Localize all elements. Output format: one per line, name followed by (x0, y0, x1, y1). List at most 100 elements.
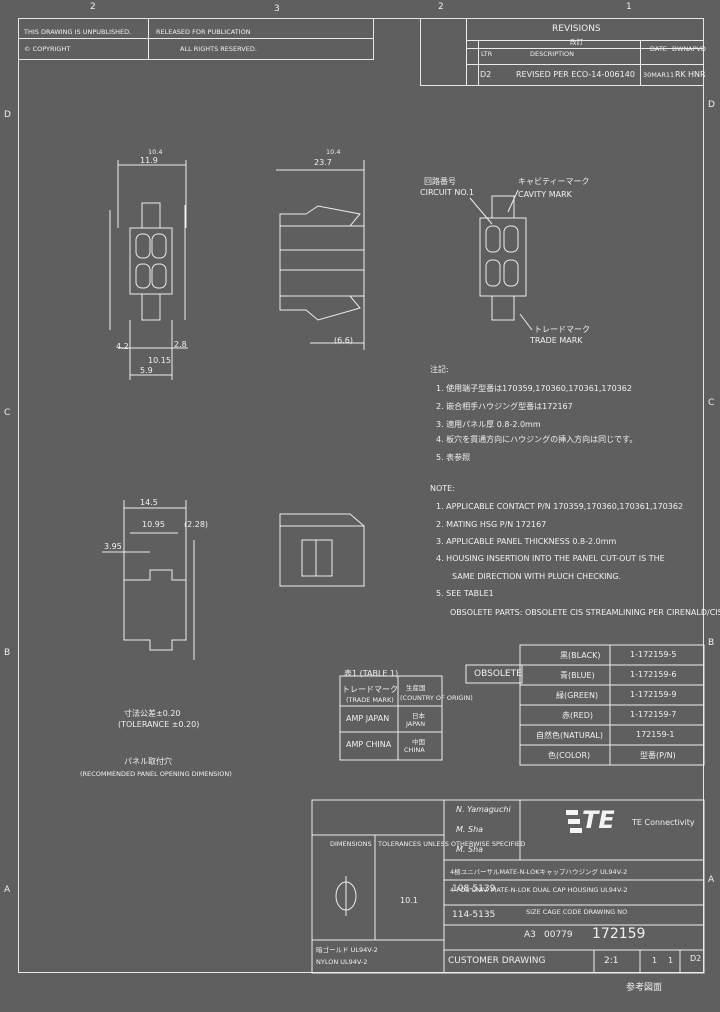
notes-jp-2: 2. 嵌合相手ハウジング型番は172167 (436, 402, 573, 411)
pn-row-6: 型番(P/N) (640, 751, 676, 760)
notes-jp-5: 5. 表参照 (436, 453, 471, 462)
trade-label-jp: トレードマーク (534, 325, 590, 334)
pn-row-5: 172159-1 (636, 730, 675, 739)
unpublished-text: THIS DRAWING IS UNPUBLISHED. (24, 28, 132, 36)
dim-3-95: 3.95 (104, 542, 122, 551)
company-name: TE Connectivity (632, 818, 695, 827)
pn-row-2: 1-172159-6 (630, 670, 677, 679)
tolerance-note: TOLERANCES UNLESS OTHERWISE SPECIFIED (378, 840, 526, 848)
rev-row-dwn: RK (675, 70, 686, 79)
pn-row-1: 1-172159-5 (630, 650, 677, 659)
rev-row-ltr: D2 (480, 70, 492, 79)
zone-right-a: A (708, 875, 715, 885)
dim-10-4-b: 10.4 (326, 148, 341, 156)
zone-right-c: C (708, 398, 715, 408)
sheet-value: 1 (652, 956, 658, 965)
table1-r2b: 中国 (412, 738, 425, 746)
dim-10-95: 10.95 (142, 520, 165, 529)
rev-col-apvd: APVD (688, 45, 706, 53)
dim-2-8: 2.8 (174, 340, 187, 349)
color-row-4: 赤(RED) (562, 711, 594, 720)
dim-2-28: (2.28) (184, 520, 209, 529)
rev-col-dwn: DWN (672, 45, 689, 53)
dim-4-2: 4.2 (116, 342, 129, 351)
te-logo: TE (566, 806, 615, 838)
table1-h2: 生産国 (406, 684, 426, 692)
size-value: A3 (524, 930, 536, 940)
dim-23-7: 23.7 (314, 158, 332, 167)
revisions-block (420, 18, 704, 86)
panel-tolerance-en: (TOLERANCE ±0.20) (118, 720, 200, 729)
customer-drawing: CUSTOMER DRAWING (448, 956, 546, 966)
color-row-5: 自然色(NATURAL) (536, 731, 603, 740)
dim-10-15: 10.15 (148, 356, 171, 365)
table1-r1c: JAPAN (406, 720, 426, 728)
cavity-label-jp: キャビティーマーク (518, 177, 590, 186)
rights-text: ALL RIGHTS RESERVED. (180, 45, 257, 53)
reference-drawing: 参考図面 (626, 983, 663, 993)
title-en: 4 POS UNIV. MATE-N-LOK DUAL CAP HOUSING … (450, 886, 628, 894)
application-spec: 114-5135 (452, 910, 496, 920)
pn-row-3: 1-172159-9 (630, 690, 677, 699)
rev-col-ltr: LTR (481, 50, 493, 58)
table1-h1: トレードマーク (342, 685, 398, 694)
color-row-2: 青(BLUE) (560, 671, 595, 680)
zone-top-2: 3 (274, 4, 280, 14)
notes-jp-title: 注記: (430, 365, 449, 374)
circuit-label: CIRCUIT NO.1 (420, 188, 474, 197)
circuit-label-jp: 回路番号 (424, 177, 456, 186)
cavity-label: CAVITY MARK (518, 190, 572, 199)
notes-jp-1: 1. 使用端子型番は170359,170360,170361,170362 (436, 384, 632, 393)
rev-row-apvd: HNR (688, 70, 706, 79)
zone-left-c: C (4, 408, 11, 418)
size-label: SIZE CAGE CODE DRAWING NO (526, 908, 628, 916)
header-left-block (18, 18, 374, 60)
scale-value: 2:1 (604, 956, 619, 966)
zone-right-b: B (708, 638, 715, 648)
material-en: NYLON UL94V-2 (316, 958, 368, 966)
panel-label-en: (RECOMMENDED PANEL OPENING DIMENSION) (80, 770, 232, 778)
title-jp: 4極ユニバーサルMATE-N-LOKキャップハウジング UL94V-2 (450, 868, 628, 876)
zone-top-4: 1 (626, 2, 632, 12)
notes-1: 1. APPLICABLE CONTACT P/N 170359,170360,… (436, 502, 684, 511)
color-row-1: 黒(BLACK) (560, 651, 601, 660)
dim-14-5: 14.5 (140, 498, 158, 507)
trade-label: TRADE MARK (530, 336, 583, 345)
rev-col-date: DATE (650, 45, 667, 53)
drawing-number: 172159 (592, 926, 646, 942)
notes-6: OBSOLETE PARTS: OBSOLETE CIS STREAMLININ… (450, 608, 720, 617)
table1-r2a: AMP CHINA (346, 740, 392, 749)
cage-code: 00779 (544, 930, 573, 940)
zone-left-d: D (4, 110, 11, 120)
product-spec: 108-5139 (452, 884, 496, 894)
dim-11-9: 11.9 (140, 156, 158, 165)
table1-h1e: (TRADE MARK) (346, 696, 394, 704)
table1-title: 表1 (TABLE 1) (344, 669, 399, 678)
obsolete-tag: OBSOLETE (474, 669, 522, 679)
material-jp: 暗ゴールド UL94V-2 (316, 946, 378, 954)
rev-row-desc: REVISED PER ECO-14-006140 (516, 70, 635, 79)
released-text: RELEASED FOR PUBLICATION (156, 28, 251, 36)
table1-r1a: AMP JAPAN (346, 714, 390, 723)
signature-3: M. Sha (456, 845, 484, 854)
table1-h2e: (COUNTRY OF ORIGIN) (400, 694, 473, 702)
revisions-title: REVISIONS (552, 24, 601, 34)
color-row-3: 緑(GREEN) (556, 691, 599, 700)
notes-4b: SAME DIRECTION WITH PLUCH CHECKING. (452, 572, 622, 581)
notes-5: 5. SEE TABLE1 (436, 589, 494, 598)
dim-6-6: (6.6) (334, 336, 353, 345)
dim-10-4-a: 10.4 (148, 148, 163, 156)
rev-col-desc: DESCRIPTION (530, 50, 574, 58)
zone-right-d: D (708, 100, 715, 110)
panel-label: パネル取付穴 (124, 757, 172, 766)
table1-r1b: 日本 (412, 712, 425, 720)
zone-left-a: A (4, 885, 11, 895)
signature-1: N. Yamaguchi (456, 805, 511, 814)
rev-row-date: 30MAR11 (643, 71, 675, 79)
notes-2: 2. MATING HSG P/N 172167 (436, 520, 547, 529)
notes-jp-4: 4. 板穴を貫通方向にハウジングの挿入方向は同じです。 (436, 435, 638, 444)
dim-5-9: 5.9 (140, 366, 153, 375)
zone-top-3: 2 (438, 2, 444, 12)
table1-r2c: CHINA (404, 746, 425, 754)
sheet-of: 1 (668, 956, 674, 965)
